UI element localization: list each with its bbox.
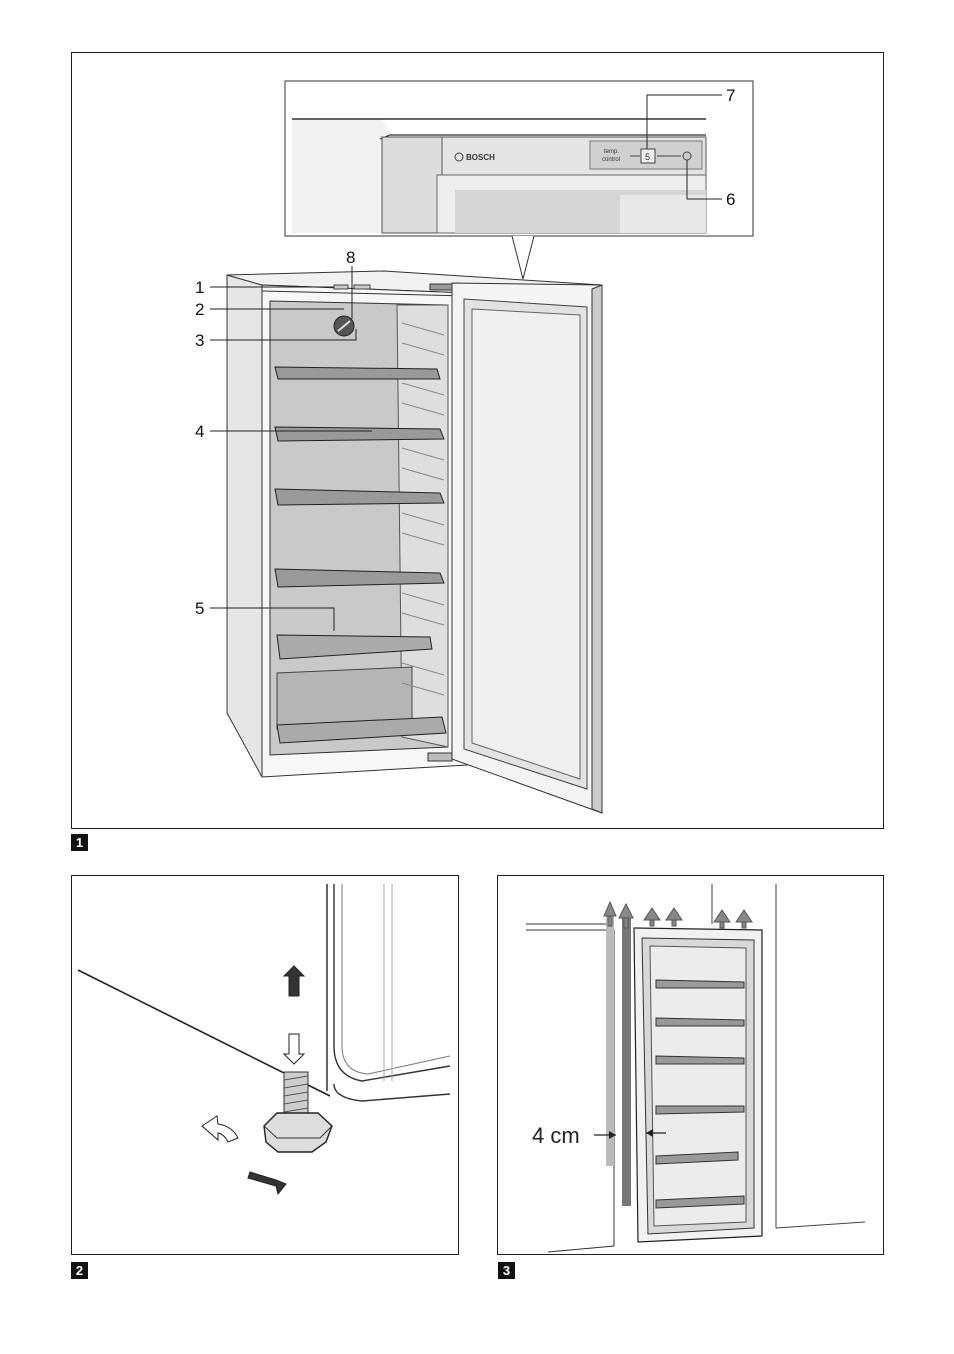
leveling-foot-illustration [78, 884, 450, 1194]
callout-3: 3 [195, 331, 204, 350]
figure-1-illustration: BOSCH temp. control 5 7 6 [72, 53, 884, 829]
figure-3-illustration: 4 cm [498, 876, 884, 1255]
figure-number-3: 3 [498, 1262, 515, 1279]
callout-7: 7 [726, 86, 735, 105]
installation-clearance-illustration: 4 cm [526, 884, 865, 1252]
control-label-line2: control [602, 157, 620, 163]
callout-4: 4 [195, 422, 204, 441]
callout-6: 6 [726, 190, 735, 209]
control-button-icon [683, 152, 691, 160]
display-digit: 5 [645, 152, 650, 162]
figure-1-panel: BOSCH temp. control 5 7 6 [71, 52, 884, 829]
callout-8: 8 [346, 248, 355, 267]
wine-cooler-illustration [227, 271, 602, 813]
clearance-label: 4 cm [532, 1123, 580, 1148]
figure-2-illustration [72, 876, 459, 1255]
figure-3-panel: 4 cm [497, 875, 884, 1255]
figure-number-1: 1 [71, 834, 88, 851]
figure-number-2: 2 [71, 1262, 88, 1279]
callout-5: 5 [195, 599, 204, 618]
control-label-line1: temp. [604, 149, 619, 155]
callout-1: 1 [195, 278, 204, 297]
figure-2-panel [71, 875, 459, 1255]
callout-2: 2 [195, 300, 204, 319]
brand-logo: BOSCH [466, 153, 495, 162]
